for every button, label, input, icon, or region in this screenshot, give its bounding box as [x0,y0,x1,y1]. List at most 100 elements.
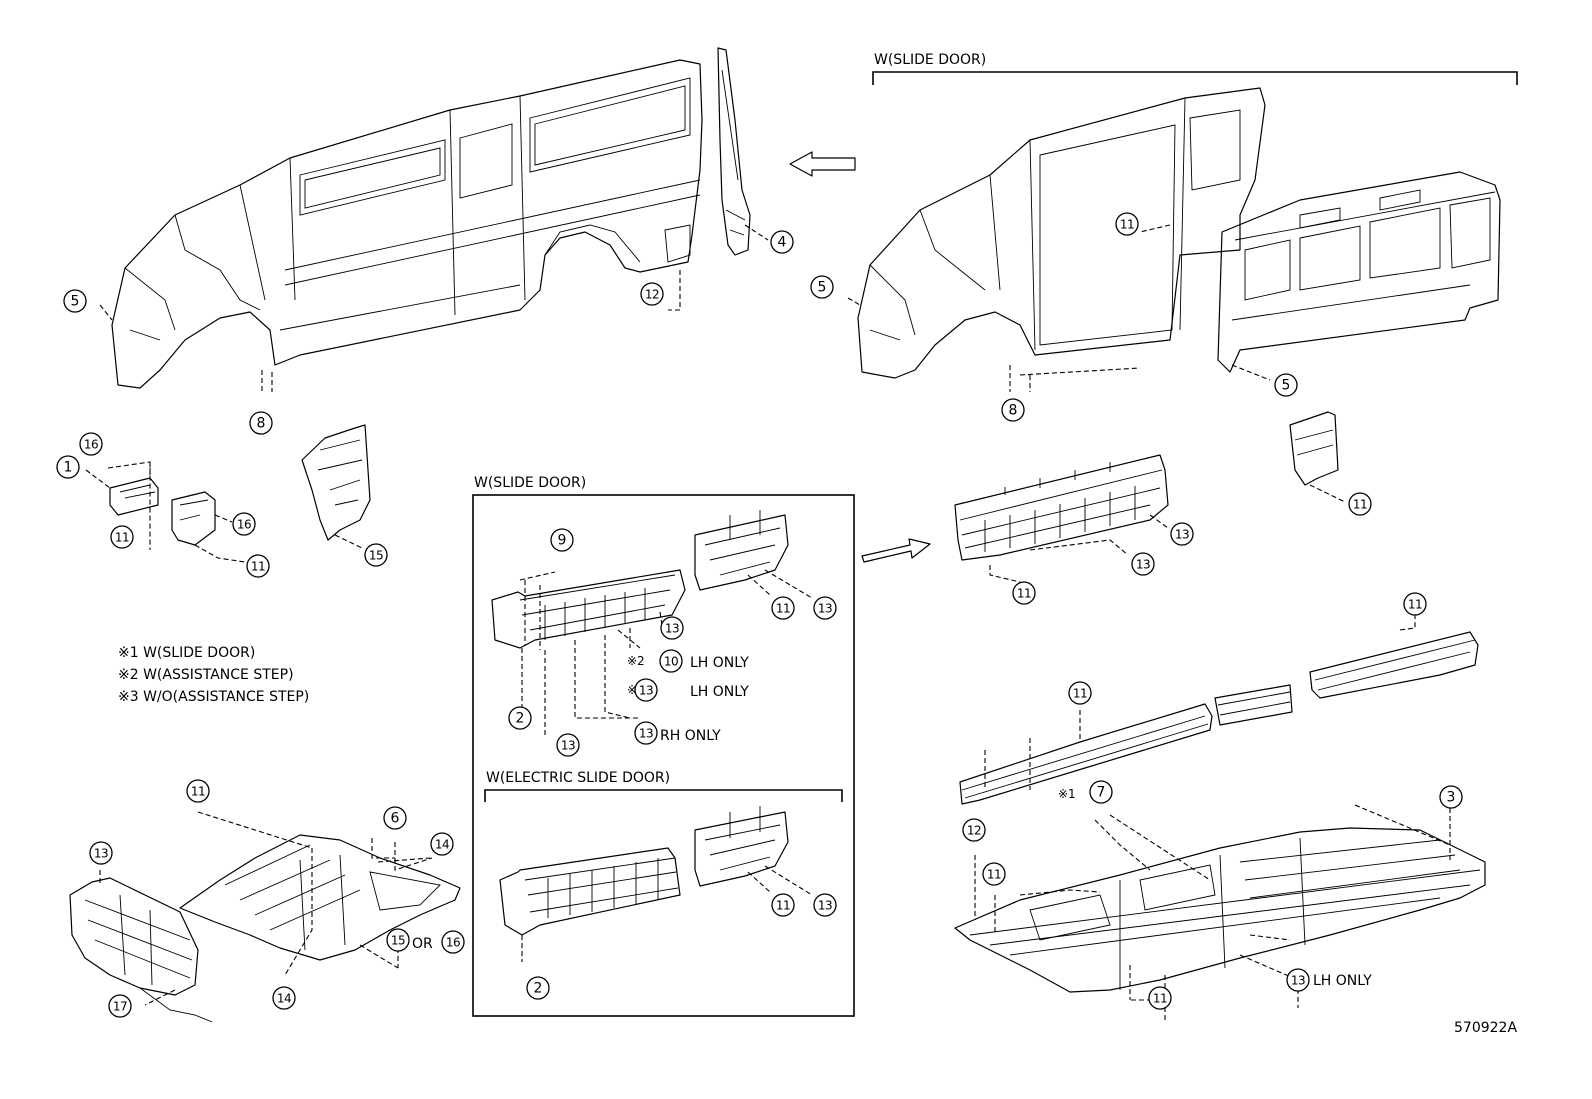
callout-number: 13 [639,727,653,741]
callout-number: 11 [251,560,265,574]
callout-number: 11 [1017,587,1031,601]
callout-circle [56,455,80,479]
callout-c14b: 14 [272,986,296,1010]
callout-number: 11 [191,785,205,799]
callout-number: 7 [1097,785,1106,801]
callout-c7: 7 [1089,780,1113,804]
note-2: ※2 W(ASSISTANCE STEP) [118,667,294,683]
callout-number: 10 [664,655,678,669]
inner-side-panel-right [1217,171,1501,373]
bracket-part-16 [171,491,216,546]
callout-c11a: 11 [1115,212,1139,236]
callout-number: 2 [534,981,543,997]
van-side-panel-right [857,87,1266,379]
callout-circle [810,275,834,299]
callout-number: 3 [1447,790,1456,806]
callout-circle [441,930,465,954]
dash-panel [69,877,213,1023]
callout-circle [556,733,580,757]
callout-circle [813,596,837,620]
lh-only-b: LH ONLY [690,684,749,700]
callout-circle [1274,373,1298,397]
callout-circle [383,806,407,830]
callout-circle [659,649,683,673]
callout-circle [550,528,574,552]
callout-c11c: 11 [246,554,270,578]
callout-c9: 9 [550,528,574,552]
callout-number: 8 [1009,403,1018,419]
callout-circle [1286,968,1310,992]
callout-c11g: 11 [1348,492,1372,516]
callout-c13j: 13 [89,841,113,865]
callout-circle [1001,398,1025,422]
callout-number: 11 [987,868,1001,882]
callout-c6: 6 [383,806,407,830]
callout-c13h: 13 [1131,552,1155,576]
callout-number: 14 [277,992,291,1006]
callout-number: 5 [818,280,827,296]
callout-c13b: 13 [556,733,580,757]
callout-c8b: 8 [1001,398,1025,422]
callout-circle [1115,212,1139,236]
callout-circle [1068,681,1092,705]
callout-number: 5 [71,294,80,310]
step-bracket-slide-door [694,510,789,591]
callout-number: 16 [84,438,98,452]
callout-circle [272,986,296,1010]
label-w-slide-door-top: W(SLIDE DOOR) [874,52,986,68]
callout-circle [1348,492,1372,516]
callout-number: 1 [64,460,73,476]
callout-number: 15 [391,934,405,948]
slide-door-box [472,494,855,1017]
callout-circle [63,289,87,313]
callout-circle [1148,986,1172,1010]
callout-circle [430,832,454,856]
left-arrow [789,151,856,177]
callout-number: 11 [1120,218,1134,232]
callout-c13a: 13 [660,616,684,640]
callout-c13g: 13 [1170,522,1194,546]
small-panel-upper-right [1289,411,1339,486]
callout-circle [1131,552,1155,576]
callout-number: 15 [369,549,383,563]
callout-number: 5 [1282,378,1291,394]
callout-number: 6 [391,811,400,827]
callout-circle [186,779,210,803]
callout-c10: 10 [659,649,683,673]
callout-c17: 17 [108,994,132,1018]
callout-circle [771,596,795,620]
callout-circle [508,706,532,730]
callout-circle [110,525,134,549]
callout-circle [232,512,256,536]
callout-number: 11 [1408,598,1422,612]
callout-c1: 1 [56,455,80,479]
callout-c11i: 11 [1068,681,1092,705]
callout-c11b: 11 [110,525,134,549]
note-3: ※3 W/O(ASSISTANCE STEP) [118,689,309,705]
lh-only-floor: LH ONLY [1313,973,1372,989]
side-sill-long [959,703,1213,805]
rear-floor-pan [954,827,1486,993]
callout-number: 11 [776,602,790,616]
callout-c3: 3 [1439,785,1463,809]
callout-number: 2 [516,711,525,727]
callout-circle [813,893,837,917]
callout-number: 16 [446,936,460,950]
lh-only-a: LH ONLY [690,655,749,671]
callout-c16a: 16 [79,432,103,456]
callout-circle [660,616,684,640]
label-w-electric-slide-door: W(ELECTRIC SLIDE DOOR) [486,770,670,786]
callout-c5c: 5 [1274,373,1298,397]
side-sill-rear [1309,631,1479,699]
callout-number: 16 [237,518,251,532]
rear-floor-crossmember [954,454,1169,561]
callout-c11f: 11 [1012,581,1036,605]
label-w-slide-door-box: W(SLIDE DOOR) [474,475,586,491]
callout-number: 11 [776,899,790,913]
callout-c12a: 12 [640,282,664,306]
callout-c4: 4 [770,230,794,254]
electric-slide-bracket [484,789,843,802]
callout-number: 11 [115,531,129,545]
rh-only: RH ONLY [660,728,721,744]
